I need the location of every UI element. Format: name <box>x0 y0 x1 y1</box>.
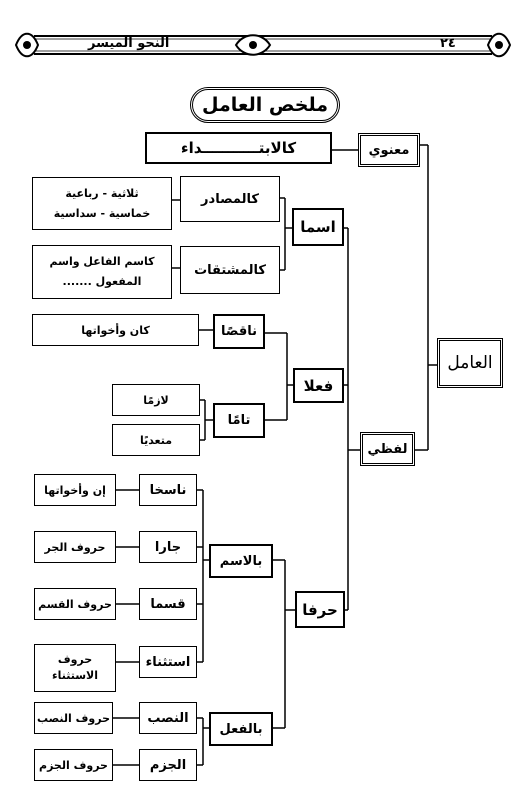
leaf-huruf-istithna-line-1: حروف <box>57 653 93 666</box>
page-title: ملخص العامل <box>190 87 340 123</box>
ornament-left-icon <box>14 32 40 58</box>
node-tamm: تامًا <box>213 403 265 438</box>
node-nasb: النصب <box>139 702 197 734</box>
list-masadir: ثلاثية - رباعية خماسية - سداسية <box>32 177 172 230</box>
book-title: النحو الميسر <box>88 36 170 51</box>
list-mushtaqqat: كاسم الفاعل واسم المفعول ....... <box>32 245 172 299</box>
node-istithna: استثناء <box>139 646 197 678</box>
node-root-amil: العامل <box>437 338 503 388</box>
leaf-huruf-qasam: حروف القسم <box>34 588 116 620</box>
node-harf: حرفا <box>295 591 345 628</box>
node-masadir: كالمصادر <box>180 176 280 222</box>
node-ibtida: كالابتـــــــــــداء <box>145 132 332 164</box>
leaf-mutaaddi: متعديًا <box>112 424 200 456</box>
node-ism: اسما <box>292 208 344 246</box>
leaf-lazim: لازمًا <box>112 384 200 416</box>
leaf-huruf-istithna: حروف الاستثناء <box>34 644 116 692</box>
node-bil-ism: بالاسم <box>209 544 273 578</box>
leaf-huruf-jarr: حروف الجر <box>34 531 116 563</box>
page-header-ornament <box>14 32 512 58</box>
node-nasikh: ناسخا <box>139 474 197 506</box>
leaf-huruf-nasb: حروف النصب <box>34 702 113 734</box>
list-mushtaqqat-line-1: كاسم الفاعل واسم <box>49 255 155 268</box>
leaf-inna: إن وأخواتها <box>34 474 116 506</box>
list-mushtaqqat-line-2: المفعول ....... <box>62 275 142 288</box>
node-naqis: ناقصًا <box>213 314 265 349</box>
node-manawi: معنوي <box>358 133 420 167</box>
leaf-kana: كان وأخواتها <box>32 314 199 346</box>
page-number: ٢٤ <box>440 36 456 51</box>
node-mushtaqqat: كالمشتقات <box>180 246 280 294</box>
node-jazm: الجزم <box>139 749 197 781</box>
node-bil-fil: بالفعل <box>209 712 273 746</box>
list-masadir-line-2: خماسية - سداسية <box>53 206 151 220</box>
node-fil: فعلا <box>293 368 344 403</box>
ornament-center-icon <box>234 34 272 56</box>
ornament-right-icon <box>486 32 512 58</box>
list-masadir-line-1: ثلاثية - رباعية <box>65 186 139 200</box>
leaf-huruf-jazm: حروف الجزم <box>34 749 113 781</box>
node-qasam: قسما <box>139 588 197 620</box>
node-jarr: جارا <box>139 531 197 563</box>
node-lafzi: لفظي <box>360 432 415 466</box>
leaf-huruf-istithna-line-2: الاستثناء <box>52 669 99 682</box>
